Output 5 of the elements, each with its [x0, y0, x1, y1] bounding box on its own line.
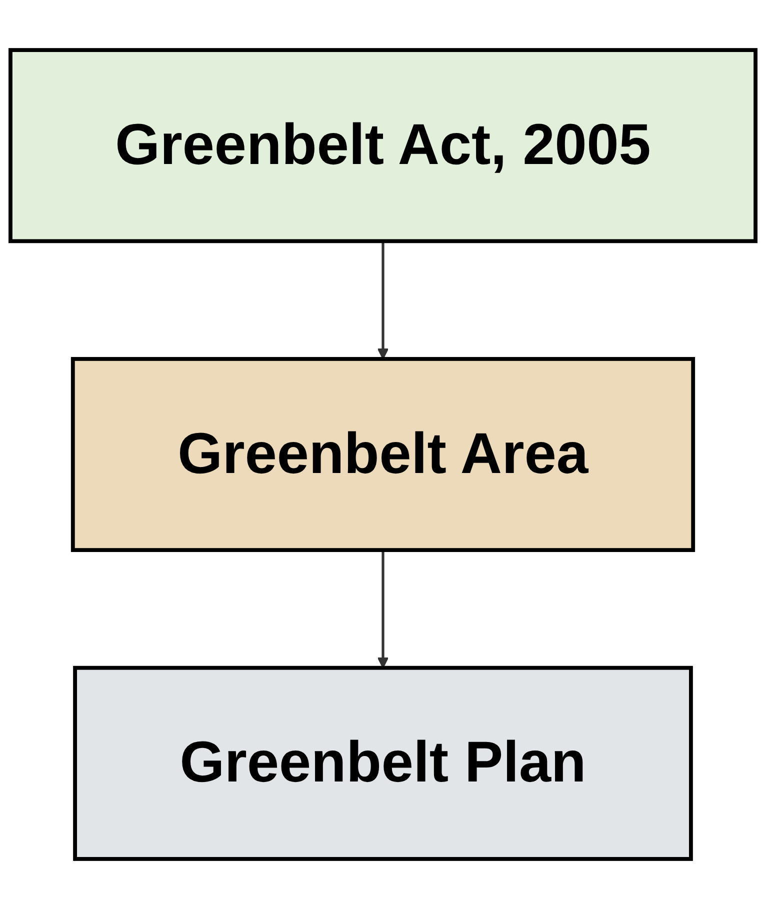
arrow	[377, 241, 389, 360]
arrow	[377, 550, 389, 668]
node-box: Greenbelt Plan	[73, 666, 693, 861]
node-box: Greenbelt Area	[70, 356, 696, 552]
node-box: Greenbelt Act, 2005	[8, 48, 758, 244]
